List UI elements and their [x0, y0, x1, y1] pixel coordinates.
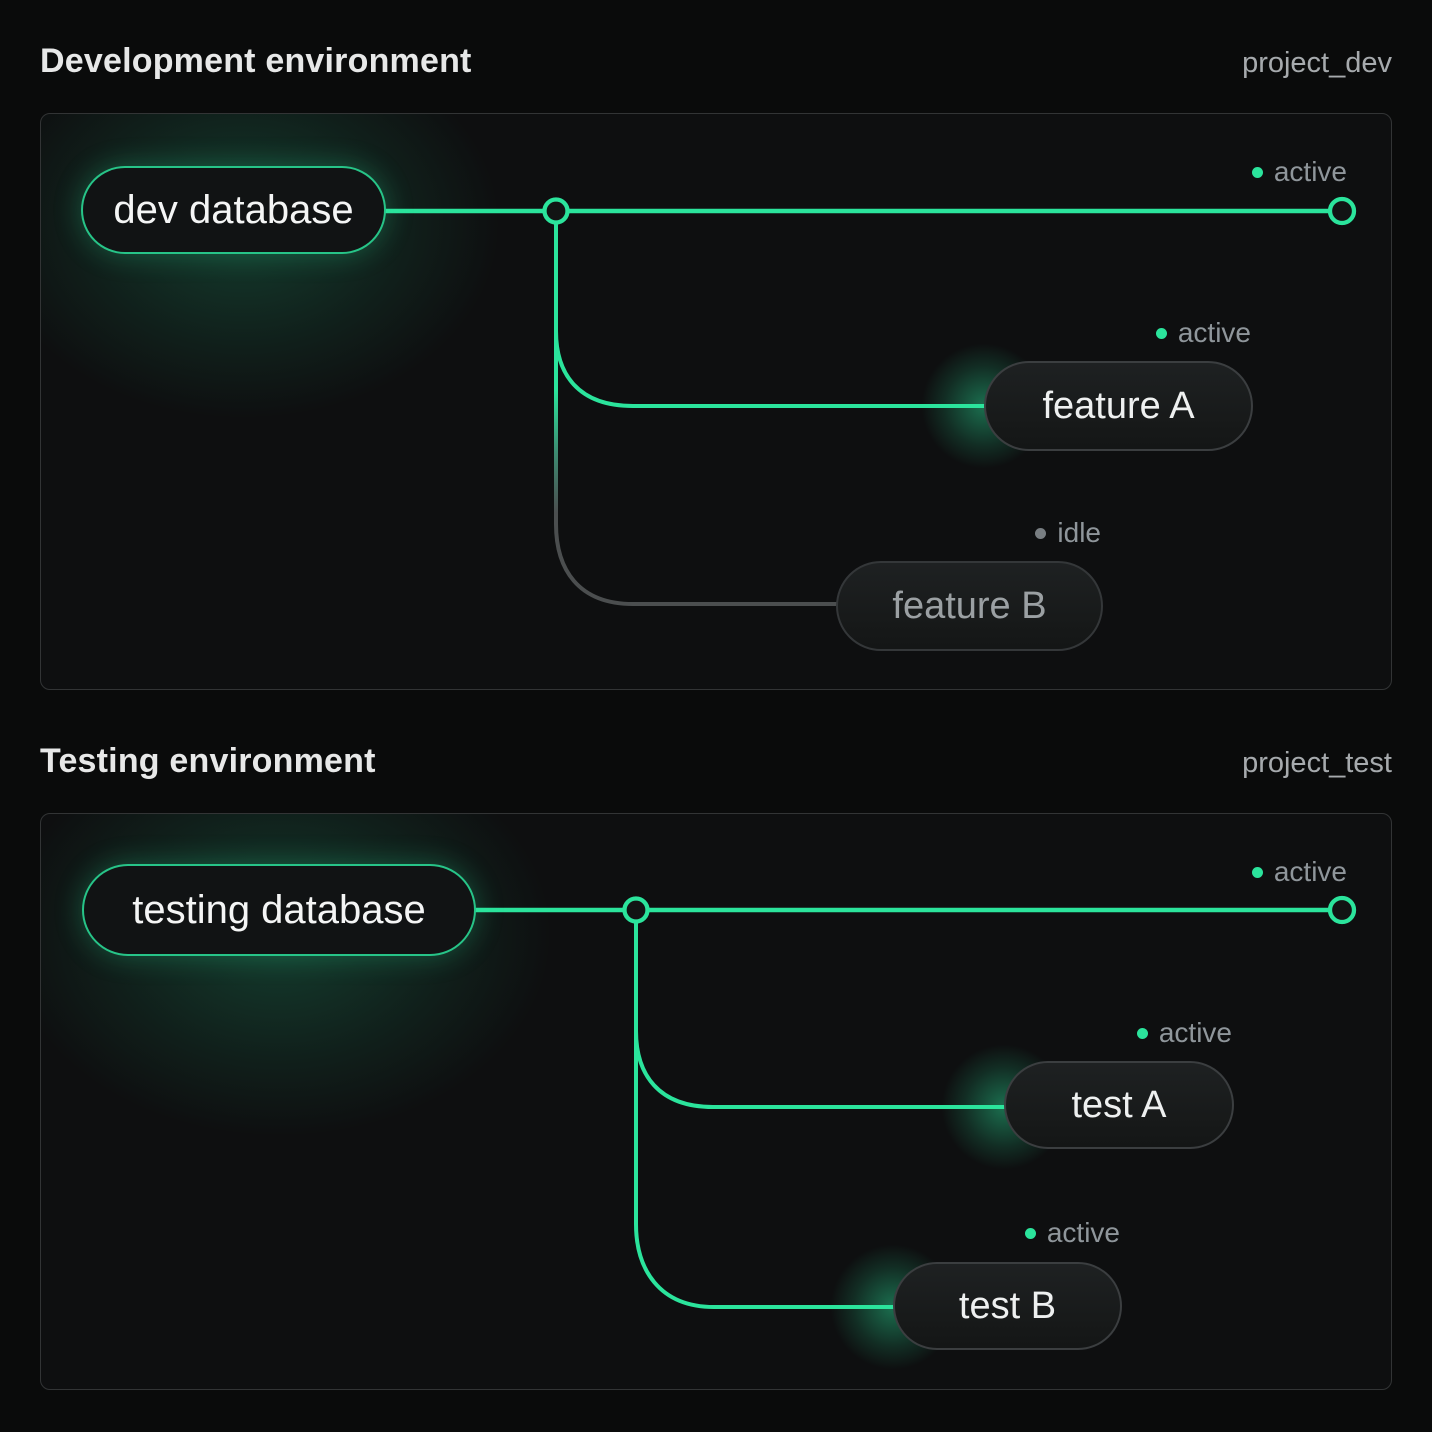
feature-a-status-badge: active [1155, 316, 1251, 350]
test-branch-graph [473, 895, 1357, 1309]
dev-main-status-badge: active [1251, 155, 1347, 189]
node-label: feature B [892, 584, 1047, 627]
status-dot [1155, 327, 1167, 339]
status-label: active [1158, 1017, 1232, 1048]
node-feature-b[interactable]: feature B [836, 561, 1103, 651]
test-section-header: Testing environment project_test [40, 742, 1392, 781]
status-label: active [1273, 856, 1347, 887]
status-label: active [1177, 317, 1251, 348]
node-label: feature A [1042, 384, 1195, 427]
dev-branch-b-line [554, 220, 840, 606]
dev-branch-a-line [554, 220, 988, 408]
dev-environment-panel: dev database feature A feature B active … [40, 113, 1392, 690]
status-dot [1251, 166, 1263, 178]
dev-main-endpoint [1327, 196, 1357, 226]
test-branch-b-line [634, 920, 897, 1309]
test-project-label: project_test [1242, 747, 1392, 779]
node-test-b[interactable]: test B [893, 1262, 1122, 1350]
dev-section-header: Development environment project_dev [40, 42, 1392, 81]
test-a-status-badge: active [1136, 1016, 1232, 1050]
node-label: test A [1071, 1083, 1167, 1126]
node-dev-database[interactable]: dev database [81, 166, 386, 254]
dev-branch-point [542, 197, 570, 225]
test-environment-panel: testing database test A test B active ac… [40, 813, 1392, 1390]
node-feature-a[interactable]: feature A [984, 361, 1253, 451]
node-label: test B [958, 1284, 1057, 1327]
node-test-a[interactable]: test A [1004, 1061, 1234, 1149]
test-section-title: Testing environment [40, 742, 376, 780]
test-main-status-badge: active [1251, 855, 1347, 889]
status-label: idle [1057, 517, 1101, 548]
test-b-status-badge: active [1024, 1216, 1120, 1250]
node-testing-database[interactable]: testing database [82, 864, 476, 956]
test-main-endpoint [1327, 895, 1357, 925]
dev-project-label: project_dev [1242, 47, 1392, 79]
status-dot [1024, 1227, 1036, 1239]
status-dot [1136, 1027, 1148, 1039]
node-label: dev database [113, 187, 354, 232]
status-dot [1035, 527, 1047, 539]
status-dot [1251, 866, 1263, 878]
test-branch-point [622, 896, 650, 924]
test-branch-a-line [634, 920, 1008, 1109]
dev-section-title: Development environment [40, 42, 472, 80]
status-label: active [1046, 1217, 1120, 1248]
dev-branch-graph [383, 196, 1357, 606]
status-label: active [1273, 156, 1347, 187]
feature-b-status-badge: idle [1035, 516, 1101, 550]
node-label: testing database [132, 887, 426, 932]
